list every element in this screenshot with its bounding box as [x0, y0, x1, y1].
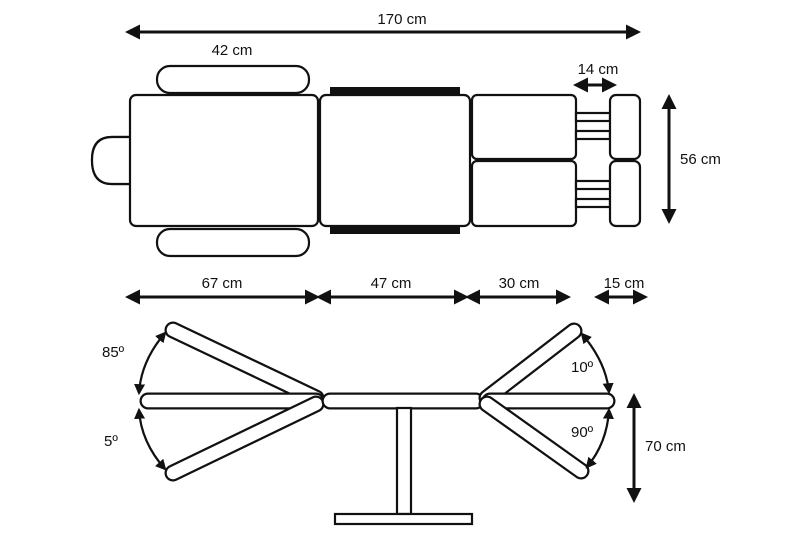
side-view: 85º 5º 10º 90º 70 cm [102, 321, 686, 526]
section-dimensions: 67 cm 47 cm 30 cm 15 cm [125, 275, 648, 305]
rail-top [330, 87, 460, 95]
angle-arc-leg-down [585, 407, 614, 469]
pedestal-base [333, 512, 474, 526]
height-label: 70 cm [645, 438, 686, 455]
leg-section-label: 30 cm [499, 275, 540, 292]
leg-lowered [480, 397, 588, 478]
angle-arc-back-down [134, 407, 167, 471]
top-view: 170 cm 42 cm 14 cm 56 cm [90, 11, 721, 258]
foot-section-upper [608, 93, 642, 161]
armrest-length-label: 42 cm [212, 42, 253, 59]
width-label: 56 cm [680, 151, 721, 168]
footrest-gap-label: 14 cm [578, 61, 619, 78]
angle-leg-down-label: 90º [571, 424, 594, 441]
angle-arc-back-up [134, 331, 167, 396]
leg-section-lower [470, 159, 578, 228]
back-lowered [166, 397, 323, 480]
pedestal-column [395, 406, 413, 516]
back-raised [166, 323, 323, 405]
armrest-top [155, 64, 311, 95]
leg-raised [480, 324, 581, 405]
total-length-label: 170 cm [377, 11, 426, 28]
foot-section-label: 15 cm [604, 275, 645, 292]
foot-section-lower [608, 159, 642, 228]
back-section-top [128, 93, 320, 228]
angle-back-up-label: 85º [102, 344, 125, 361]
angle-leg-up-label: 10º [571, 359, 594, 376]
leg-section-upper [470, 93, 578, 161]
angle-back-down-label: 5º [104, 433, 118, 450]
rail-bottom [330, 226, 460, 234]
middle-section-top [318, 93, 472, 228]
middle-section-label: 47 cm [371, 275, 412, 292]
back-section-label: 67 cm [202, 275, 243, 292]
angle-arc-leg-up [580, 332, 614, 395]
armrest-bottom [155, 227, 311, 258]
